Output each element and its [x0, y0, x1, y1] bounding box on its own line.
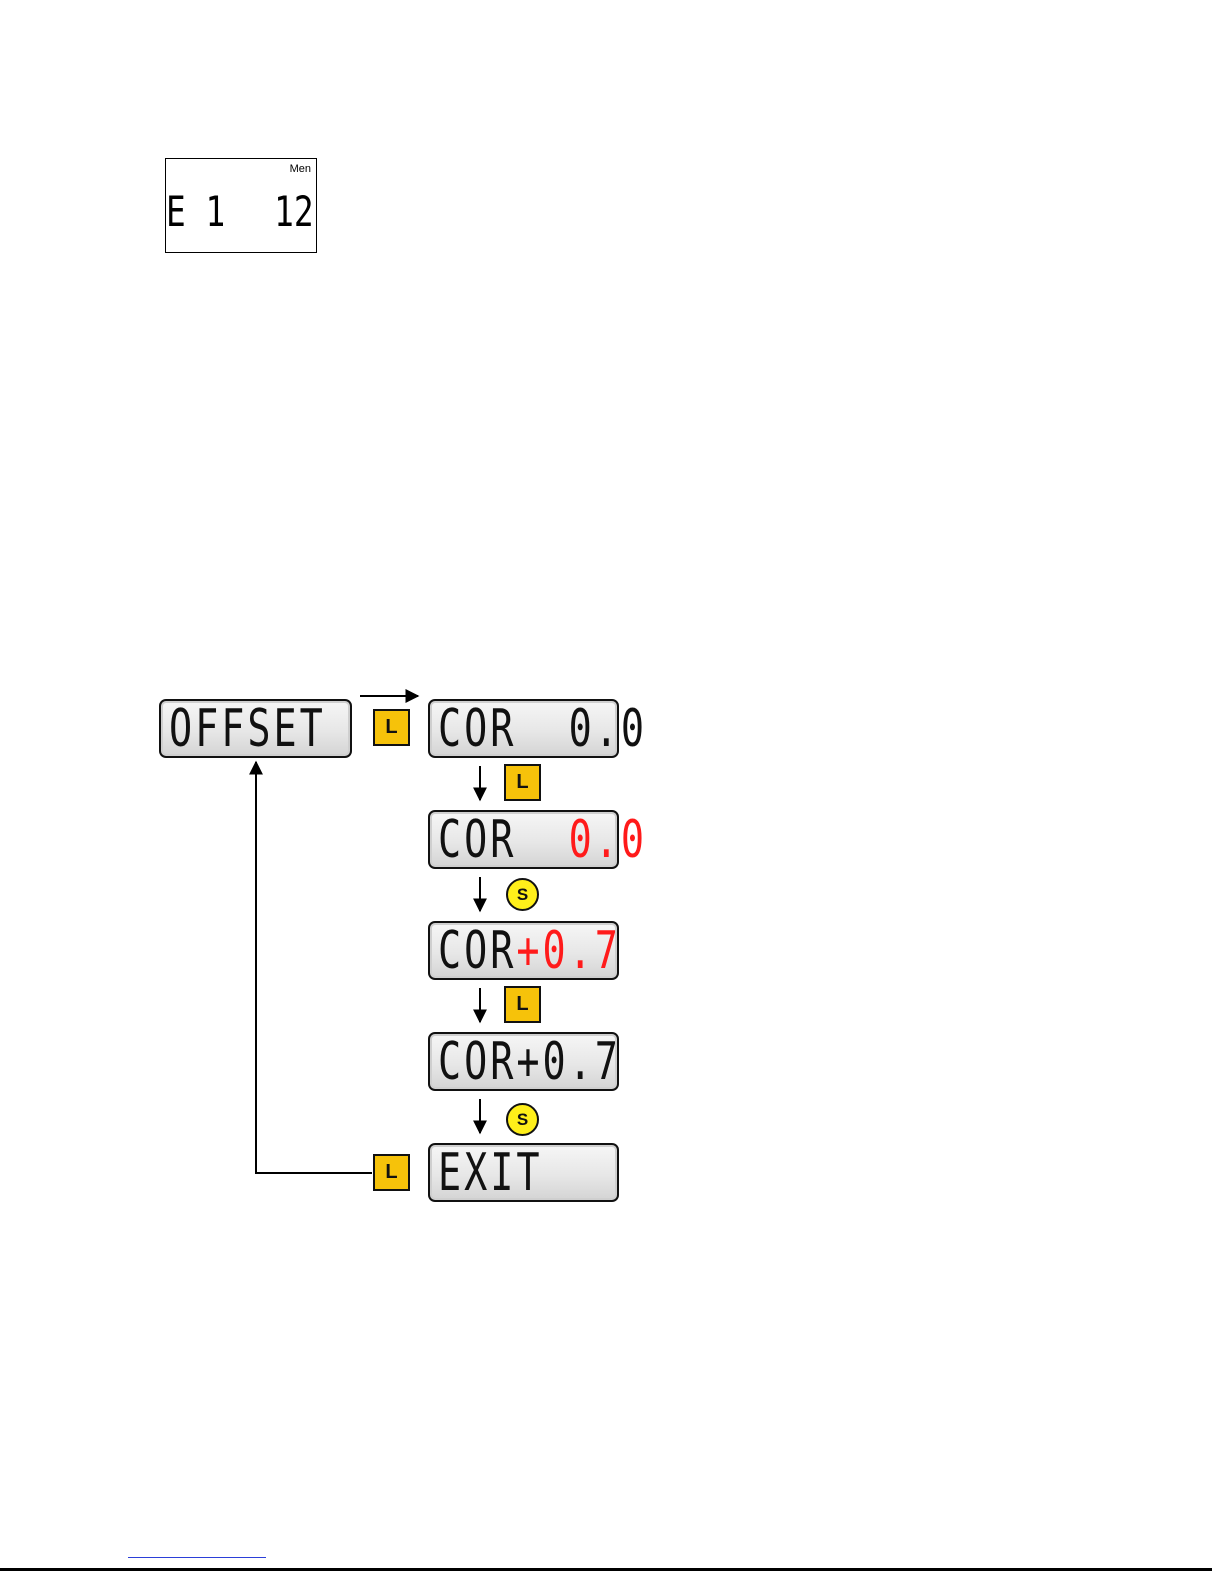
- step-label: COR: [438, 1032, 516, 1092]
- step-value: +0.7: [516, 921, 621, 981]
- lcd-offset: OFFSET: [159, 699, 352, 758]
- key-long-label: L: [385, 1161, 397, 1184]
- step-label: COR: [438, 699, 516, 759]
- key-long-label: L: [516, 993, 528, 1016]
- lcd-step-3: COR+0.7: [428, 921, 619, 980]
- key-long-label: L: [516, 771, 528, 794]
- step-label: COR: [438, 810, 516, 870]
- lcd-step-4: COR+0.7: [428, 1032, 619, 1091]
- key-short-label: S: [517, 1110, 528, 1130]
- key-long-4: L: [373, 1154, 410, 1191]
- key-short-2: S: [506, 1103, 539, 1136]
- offset-text: OFFSET: [169, 703, 326, 755]
- key-short-label: S: [517, 885, 528, 905]
- arrow-loop-back: [256, 762, 372, 1173]
- lcd-step-1: COR 0.0: [428, 699, 619, 758]
- footnote-rule: [128, 1557, 266, 1558]
- key-long-1: L: [373, 709, 410, 746]
- step-label: COR: [438, 921, 516, 981]
- step-value: +0.7: [516, 1032, 621, 1092]
- bottom-rule: [0, 1568, 1212, 1571]
- step-value: 0.0: [569, 810, 647, 870]
- key-long-2: L: [504, 764, 541, 801]
- key-short-1: S: [506, 878, 539, 911]
- lcd-step-2: COR 0.0: [428, 810, 619, 869]
- lcd-exit: EXIT: [428, 1143, 619, 1202]
- key-long-3: L: [504, 986, 541, 1023]
- key-long-label: L: [385, 716, 397, 739]
- exit-text: EXIT: [438, 1147, 543, 1199]
- step-value: 0.0: [569, 699, 647, 759]
